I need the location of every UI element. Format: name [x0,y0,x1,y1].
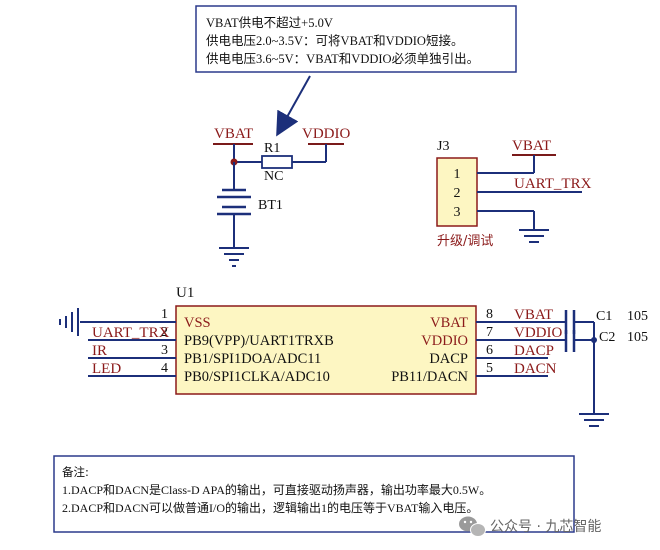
cap-ground-icon [579,413,609,427]
net-dacn: DACN [514,361,557,377]
pin2-number: 2 [161,325,168,340]
watermark: 公众号 · 九芯智能 [459,516,601,537]
caps-section: C1 105 C2 105 [556,309,648,427]
j3-ref: J3 [437,139,449,154]
chip-u1: U1 1 2 3 4 UART_TRX IR LED VSS PB9(VPP)/… [59,285,562,395]
j3-pin-1: 1 [454,167,461,182]
vddio-label: VDDIO [302,126,350,142]
pin4-number: 4 [161,361,168,376]
r1-nc-label: NC [264,169,283,184]
pin6-number: 6 [486,343,493,358]
top-note-box [195,5,517,73]
pin3-name: PB1/SPI1DOA/ADC11 [184,351,321,367]
bottom-note-box [53,455,575,533]
net-ir: IR [92,343,107,359]
pin6-name: DACP [429,351,468,367]
j3-caption: 升级/调试 [437,234,493,249]
note-arrow [276,75,311,137]
u1-ref: U1 [176,285,194,301]
j3-pin-3: 3 [454,205,461,220]
pin3-number: 3 [161,343,168,358]
bottom-note-title: 备注: [62,465,89,479]
pin1-name: VSS [184,315,211,331]
watermark-text: 公众号 · 九芯智能 [490,519,601,535]
u1-body [175,305,477,395]
pin5-name: PB11/DACN [391,369,468,385]
top-note-line3: 供电电压3.6~5V：VBAT和VDDIO必须单独引出。 [206,52,479,66]
c1-label: C1 [596,309,612,324]
bottom-note: 备注: 1.DACP和DACN是Class-D APA的输出，可直接驱动扬声器，… [53,455,575,533]
pin1-number: 1 [161,307,168,322]
resistor-r1 [261,155,293,169]
top-note: VBAT供电不超过+5.0V 供电电压2.0~3.5V：可将VBAT和VDDIO… [195,5,517,73]
j3-ground-icon [519,229,549,243]
ground-icon [219,247,249,267]
pin8-number: 8 [486,307,493,322]
net-led: LED [92,361,121,377]
bottom-note-line2: 2.DACP和DACN可以做普通I/O的输出，逻辑输出1的电压等于VBAT输入电… [62,500,478,515]
u1-ground-icon [59,308,79,336]
net-vddio: VDDIO [514,325,562,341]
net-dacp: DACP [514,343,554,359]
top-note-line1: VBAT供电不超过+5.0V [206,15,333,30]
j3-uart-label: UART_TRX [514,176,592,192]
pin2-name: PB9(VPP)/UART1TRXB [184,333,334,349]
top-note-line2: 供电电压2.0~3.5V：可将VBAT和VDDIO短接。 [206,33,463,48]
power-section: VBAT VDDIO R1 NC BT1 [213,126,350,267]
bt1-label: BT1 [258,198,283,213]
j3-body [436,157,478,227]
c2-value: 105 [627,330,648,345]
connector-j3: J3 1 2 3 VBAT UART_TRX 升级/调试 [436,138,592,249]
net-vbat: VBAT [514,307,553,323]
pin4-name: PB0/SPI1CLKA/ADC10 [184,369,330,385]
pin7-name: VDDIO [421,333,468,349]
pin5-number: 5 [486,361,493,376]
r1-label: R1 [264,141,280,156]
pin7-number: 7 [486,325,493,340]
vbat-label: VBAT [214,126,253,142]
bottom-note-line1: 1.DACP和DACN是Class-D APA的输出，可直接驱动扬声器，输出功率… [62,482,491,497]
c1-value: 105 [627,309,648,324]
net-uart-trx: UART_TRX [92,325,170,341]
pin8-name: VBAT [430,315,468,331]
j3-vbat-label: VBAT [512,138,551,154]
wechat-icon [459,516,486,537]
j3-pin-2: 2 [454,186,461,201]
c2-label: C2 [599,330,615,345]
